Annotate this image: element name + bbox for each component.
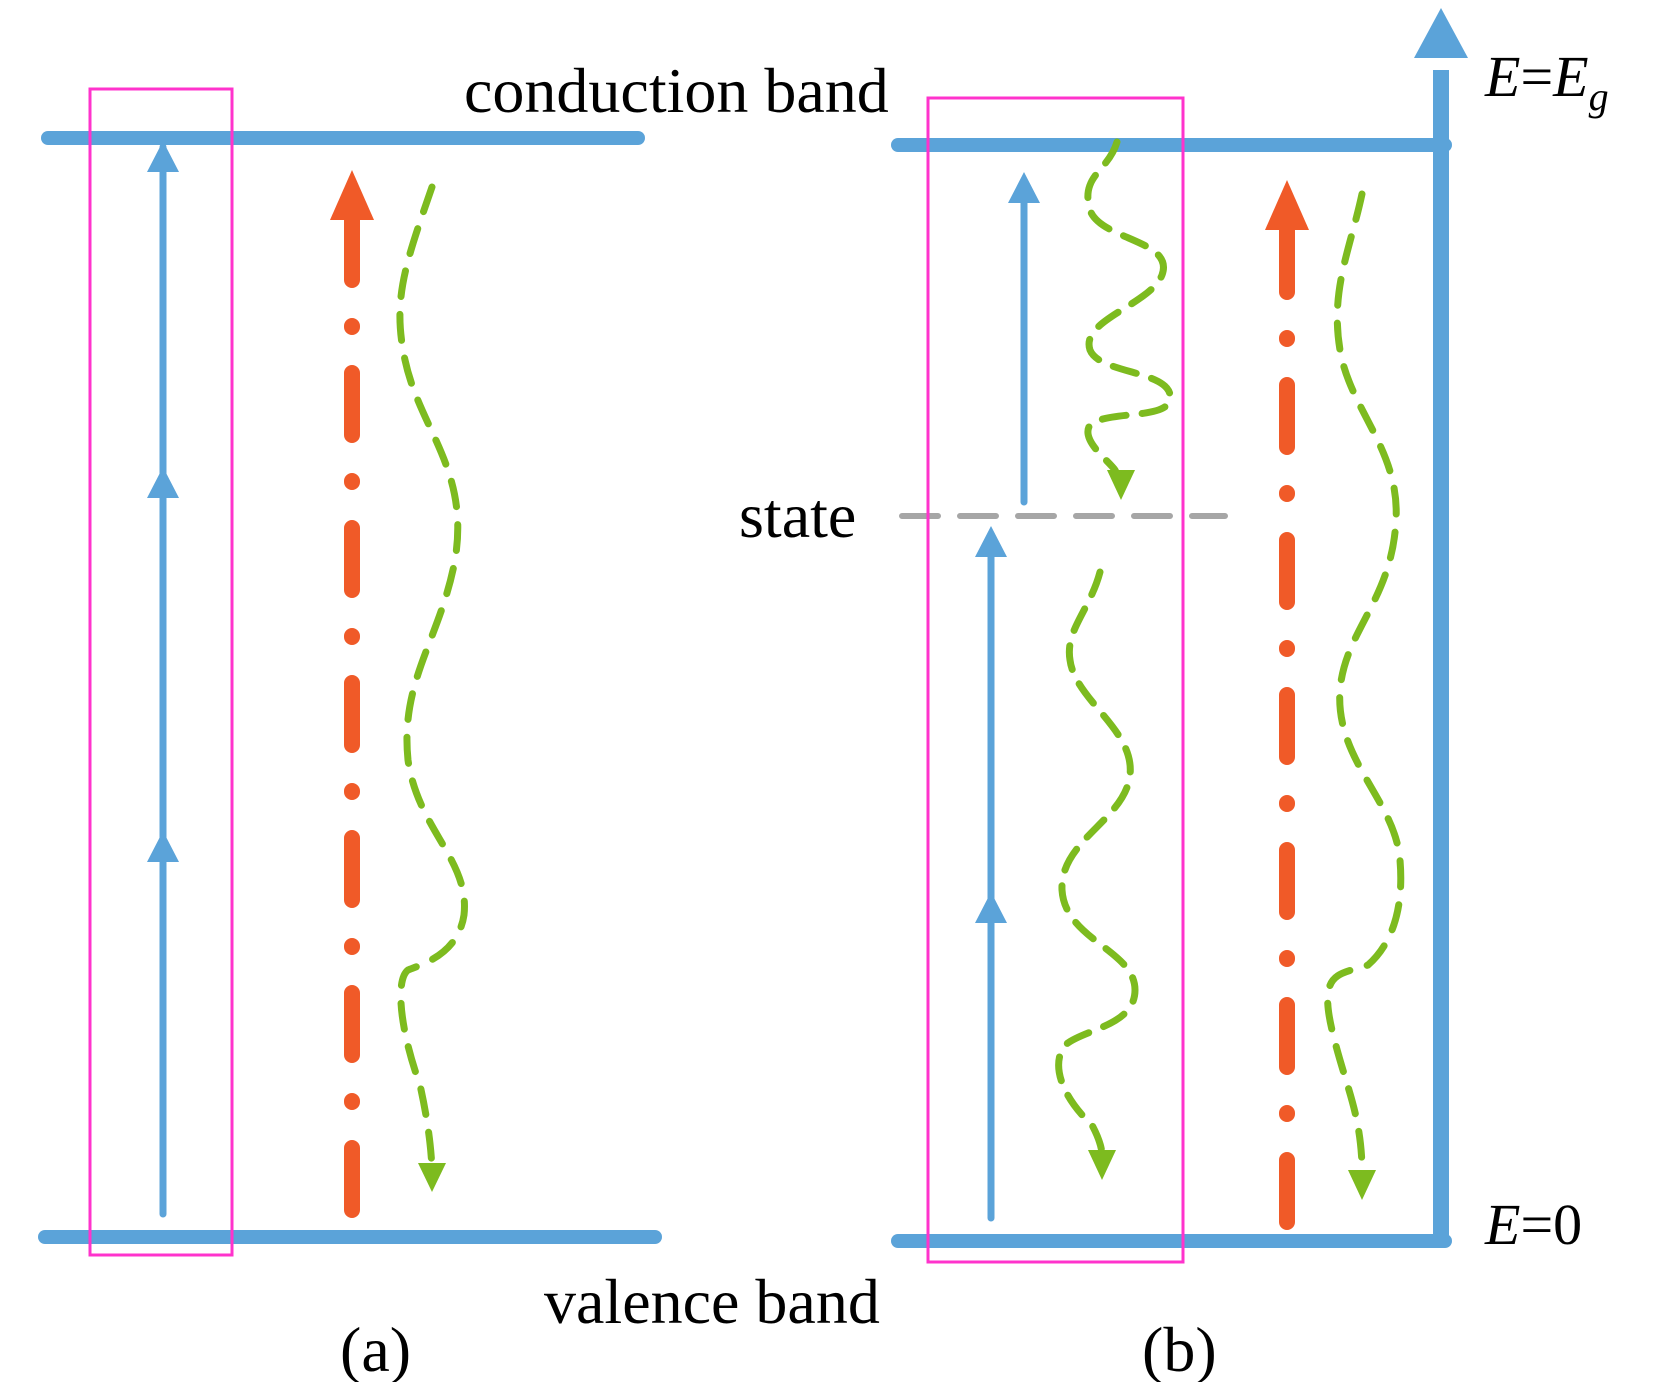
arrowhead-icon (975, 892, 1007, 923)
absorption-arrow-lower-b (975, 526, 1007, 1222)
relaxation-arrow-a (396, 183, 468, 1192)
arrowhead-icon (1008, 172, 1040, 203)
emission-arrow-a (330, 170, 374, 1223)
state-label: state (739, 480, 856, 551)
energy-bottom-label: E=0 (1484, 1192, 1582, 1257)
relaxation-arrow-upper-b (1084, 138, 1174, 500)
highlight-box-a (88, 87, 234, 1257)
energy-top-sub: g (1589, 74, 1609, 119)
valence-band-label: valence band (544, 1266, 880, 1337)
energy-top-val: E (1552, 44, 1588, 109)
energy-bottom-var: E (1484, 1192, 1520, 1257)
arrowhead-icon (418, 1163, 446, 1192)
energy-bottom-eq: =0 (1520, 1192, 1582, 1257)
arrowhead-icon (147, 831, 179, 862)
panel-b (891, 8, 1468, 1264)
relaxation-arrow-right-b (1324, 190, 1405, 1200)
panel-a-label: (a) (340, 1314, 411, 1382)
arrowhead-icon (147, 467, 179, 498)
arrowhead-icon (330, 170, 374, 220)
energy-top-var: E (1484, 44, 1520, 109)
relaxation-arrow-lower-b (1055, 568, 1139, 1180)
arrowhead-icon (147, 141, 179, 172)
panel-b-label: (b) (1142, 1314, 1217, 1382)
multiphoton-absorption-arrow-a (147, 141, 179, 1218)
arrowhead-icon (1348, 1170, 1376, 1200)
emission-arrow-b (1265, 180, 1309, 1236)
arrowhead-icon (975, 526, 1007, 557)
arrowhead-icon (1107, 470, 1135, 500)
absorption-arrow-upper-b (1008, 172, 1040, 506)
highlight-box-b (926, 96, 1185, 1264)
panel-a (38, 87, 662, 1257)
energy-top-eq: = (1520, 44, 1553, 109)
energy-axis (1414, 8, 1468, 1244)
arrowhead-icon (1088, 1150, 1116, 1180)
arrowhead-icon (1265, 180, 1309, 230)
up-arrow-icon (1414, 8, 1468, 58)
energy-top-label: E=Eg (1484, 44, 1609, 119)
conduction-band-label: conduction band (464, 55, 889, 126)
